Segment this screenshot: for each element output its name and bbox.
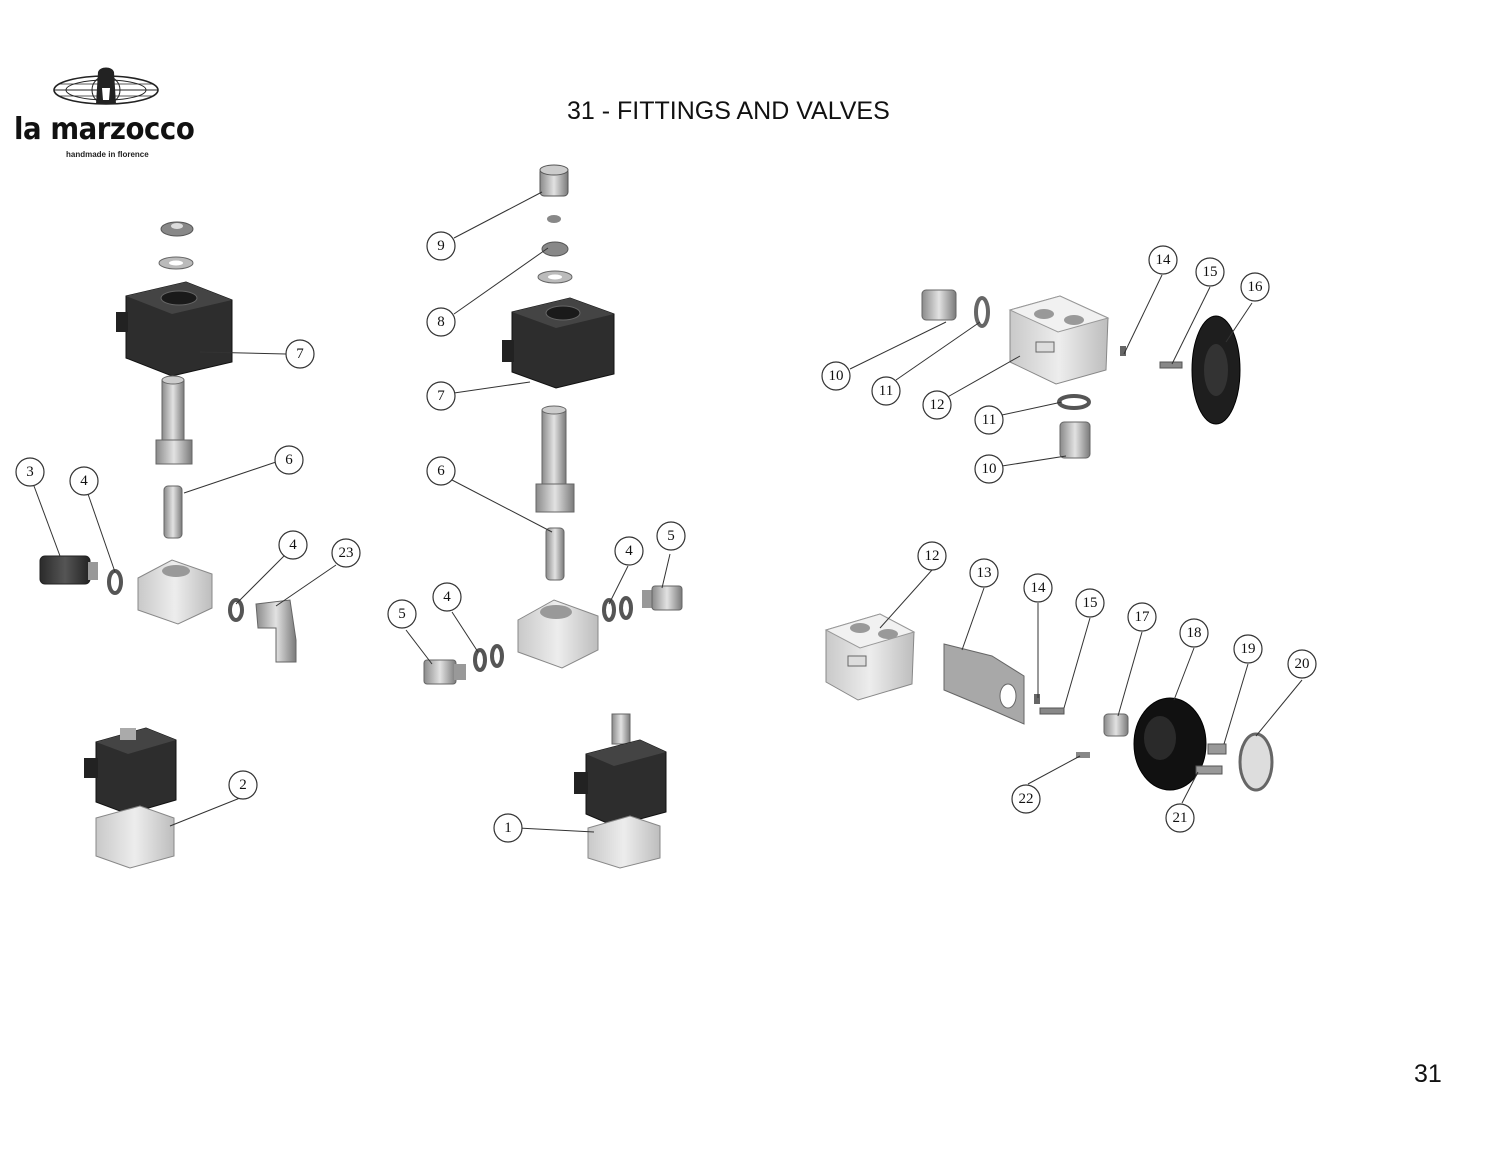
o-ring-part xyxy=(602,598,616,622)
complete-valve-1 xyxy=(574,713,667,869)
callout-11: 11 xyxy=(879,383,893,399)
page-number: 31 xyxy=(1414,1060,1442,1088)
fitting-part xyxy=(651,585,683,611)
callout-17: 17 xyxy=(1135,609,1151,625)
callout-16: 16 xyxy=(1248,279,1264,295)
callout-4: 4 xyxy=(625,543,633,559)
armature-tube-part xyxy=(535,405,575,513)
solenoid-coil-part xyxy=(116,281,233,377)
globe-logo-icon xyxy=(53,67,159,105)
callout-4: 4 xyxy=(443,589,451,605)
o-ring-part xyxy=(490,644,504,668)
callout-12: 12 xyxy=(930,397,945,413)
o-ring-part xyxy=(107,569,123,595)
callout-21: 21 xyxy=(1173,810,1188,826)
left-valve-assembly xyxy=(39,221,297,663)
o-ring-part xyxy=(473,648,487,672)
brand-logo-text: la marzocco xyxy=(14,112,195,147)
fitting-part xyxy=(1059,421,1091,459)
callout-labels: 7 6 3 4 4 23 2 9 8 7 6 5 4 4 5 1 10 11 1… xyxy=(15,191,1317,843)
plunger-core-part xyxy=(545,527,565,581)
hex-nut-part xyxy=(541,241,569,257)
callout-14: 14 xyxy=(1156,252,1172,268)
callout-13: 13 xyxy=(977,565,992,581)
spindle-part xyxy=(1159,361,1183,369)
callout-6: 6 xyxy=(285,452,293,468)
o-ring-part xyxy=(1057,394,1091,410)
plunger-core-part xyxy=(163,485,183,539)
callout-5: 5 xyxy=(398,606,406,622)
callout-3: 3 xyxy=(26,464,34,480)
callout-18: 18 xyxy=(1187,625,1202,641)
plug-fitting-part xyxy=(39,555,91,585)
o-ring-part xyxy=(619,596,633,620)
callout-10: 10 xyxy=(982,461,997,477)
callout-10: 10 xyxy=(829,368,844,384)
o-ring-part xyxy=(228,598,244,622)
callout-20: 20 xyxy=(1295,656,1310,672)
bottom-right-manifold-assembly xyxy=(824,613,1274,792)
callout-4: 4 xyxy=(289,537,297,553)
complete-valve-2 xyxy=(84,727,177,869)
callout-12: 12 xyxy=(925,548,940,564)
armature-tube-part xyxy=(155,375,193,465)
solenoid-coil-part xyxy=(502,297,615,389)
callout-14: 14 xyxy=(1031,580,1047,596)
fitting-part xyxy=(921,289,957,321)
center-valve-assembly xyxy=(423,164,683,685)
callout-23: 23 xyxy=(339,545,354,561)
spindle-part xyxy=(1039,707,1065,715)
cover-plate-part xyxy=(1238,732,1274,792)
callout-5: 5 xyxy=(667,528,675,544)
callout-9: 9 xyxy=(437,238,445,254)
fitting-part xyxy=(423,659,457,685)
elbow-fitting-part xyxy=(255,599,297,663)
o-ring-part xyxy=(974,296,990,328)
brand-tagline: handmade in florence xyxy=(66,150,149,159)
callout-6: 6 xyxy=(437,463,445,479)
callout-22: 22 xyxy=(1019,791,1034,807)
valve-body-part xyxy=(137,559,213,625)
callout-7: 7 xyxy=(296,346,304,362)
callout-11: 11 xyxy=(982,412,996,428)
screw-part xyxy=(1207,743,1227,755)
callout-4: 4 xyxy=(80,473,88,489)
callout-7: 7 xyxy=(437,388,445,404)
callout-2: 2 xyxy=(239,777,247,793)
top-right-manifold-assembly xyxy=(921,289,1241,459)
callout-8: 8 xyxy=(437,314,445,330)
callout-15: 15 xyxy=(1203,264,1218,280)
valve-body-part xyxy=(517,599,599,669)
page-title: 31 - FITTINGS AND VALVES xyxy=(567,97,890,125)
callout-19: 19 xyxy=(1241,641,1256,657)
bushing-part xyxy=(1103,713,1129,737)
mounting-bracket-part xyxy=(943,643,1025,725)
callout-15: 15 xyxy=(1083,595,1098,611)
callout-1: 1 xyxy=(504,820,512,836)
grub-screw-part xyxy=(1076,752,1090,758)
screw-part xyxy=(1195,765,1223,775)
